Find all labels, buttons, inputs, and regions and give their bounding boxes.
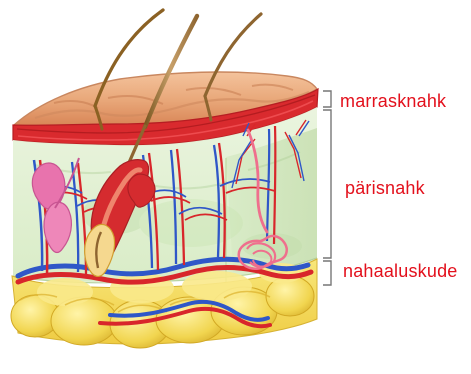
epidermis-label: marrasknahk xyxy=(340,91,446,111)
layer-brackets xyxy=(323,91,331,285)
hypodermis-bracket xyxy=(323,261,331,285)
dermis-bracket xyxy=(323,110,331,258)
epidermis-bracket xyxy=(323,91,331,107)
hypodermis-label: nahaaluskude xyxy=(343,261,458,281)
dermis-label: pärisnahk xyxy=(345,178,425,198)
